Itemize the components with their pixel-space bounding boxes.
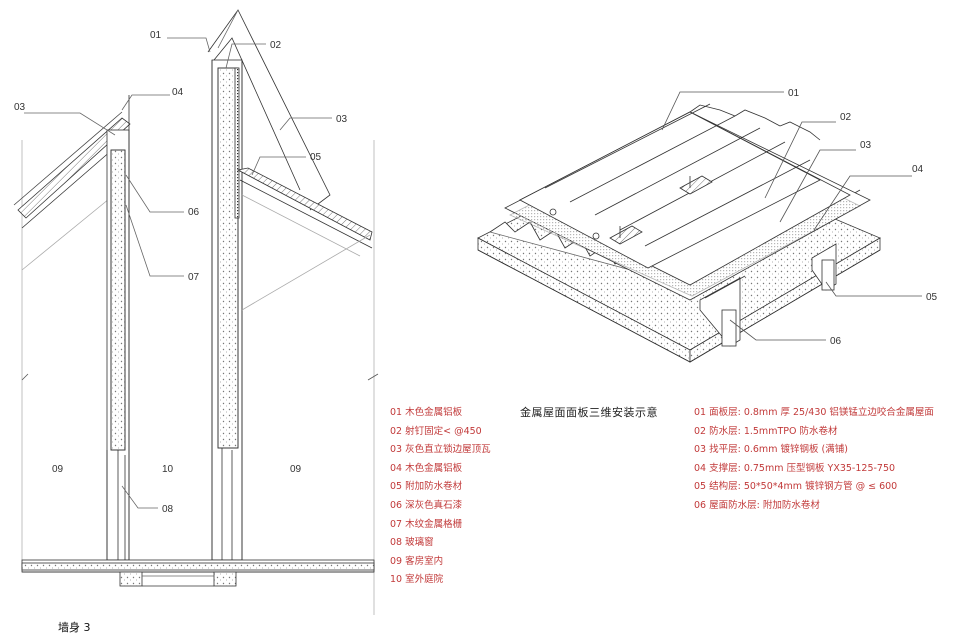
isometric-legend-item: 02 防水层: 1.5mmTPO 防水卷材 bbox=[694, 425, 838, 437]
callout-04: 04 bbox=[172, 87, 184, 98]
isometric-roof bbox=[477, 91, 922, 363]
callout-03-left: 03 bbox=[14, 102, 26, 113]
zone-10: 10 bbox=[162, 464, 174, 475]
isometric-legend-item: 01 面板层: 0.8mm 厚 25/430 铝镁锰立边咬合金属屋面 bbox=[694, 407, 934, 418]
isometric-legend-item: 04 支撑层: 0.75mm 压型钢板 YX35-125-750 bbox=[694, 462, 896, 474]
section-legend-item: 03 灰色直立锁边屋顶瓦 bbox=[390, 444, 491, 456]
zone-09-right: 09 bbox=[290, 464, 302, 475]
wall-section bbox=[13, 9, 379, 615]
iso-callout-04: 04 bbox=[912, 164, 924, 175]
iso-callout-02: 02 bbox=[840, 112, 852, 123]
section-legend: 01 木色金属铝板 02 射钉固定< @450 03 灰色直立锁边屋顶瓦 04 … bbox=[390, 404, 491, 590]
isometric-callouts: 01 02 03 04 05 06 bbox=[788, 88, 938, 347]
section-legend-item: 01 木色金属铝板 bbox=[390, 407, 463, 418]
callout-03-right: 03 bbox=[336, 114, 348, 125]
iso-callout-06: 06 bbox=[830, 336, 842, 347]
iso-callout-03: 03 bbox=[860, 140, 872, 151]
section-legend-item: 05 附加防水卷材 bbox=[390, 481, 463, 493]
section-legend-item: 02 射钉固定< @450 bbox=[390, 425, 482, 437]
section-legend-item: 09 客房室内 bbox=[390, 555, 444, 567]
section-callouts: 01 02 03 04 05 06 07 08 03 09 10 09 bbox=[14, 30, 348, 515]
callout-05: 05 bbox=[310, 152, 322, 163]
zone-09-left: 09 bbox=[52, 464, 64, 475]
isometric-legend: 01 面板层: 0.8mm 厚 25/430 铝镁锰立边咬合金属屋面 02 防水… bbox=[694, 404, 934, 516]
isometric-legend-item: 05 结构层: 50*50*4mm 镀锌钢方管 @ ≤ 600 bbox=[694, 481, 898, 493]
wall-section-title: 墙身 3 bbox=[58, 621, 91, 634]
section-legend-item: 10 室外庭院 bbox=[390, 574, 444, 586]
callout-06: 06 bbox=[188, 207, 200, 218]
isometric-title: 金属屋面面板三维安装示意 bbox=[520, 406, 658, 419]
isometric-legend-item: 03 找平层: 0.6mm 镀锌钢板 (满铺) bbox=[694, 444, 848, 456]
iso-callout-01: 01 bbox=[788, 88, 800, 99]
callout-08: 08 bbox=[162, 504, 174, 515]
section-legend-item: 06 深灰色真石漆 bbox=[390, 499, 463, 511]
section-legend-item: 08 玻璃窗 bbox=[390, 537, 434, 549]
callout-07: 07 bbox=[188, 272, 200, 283]
section-legend-item: 07 木纹金属格栅 bbox=[390, 518, 463, 530]
callout-01: 01 bbox=[150, 30, 162, 41]
callout-02: 02 bbox=[270, 40, 282, 51]
isometric-legend-item: 06 屋面防水层: 附加防水卷材 bbox=[694, 499, 820, 511]
section-legend-item: 04 木色金属铝板 bbox=[390, 462, 463, 474]
iso-callout-05: 05 bbox=[926, 292, 938, 303]
